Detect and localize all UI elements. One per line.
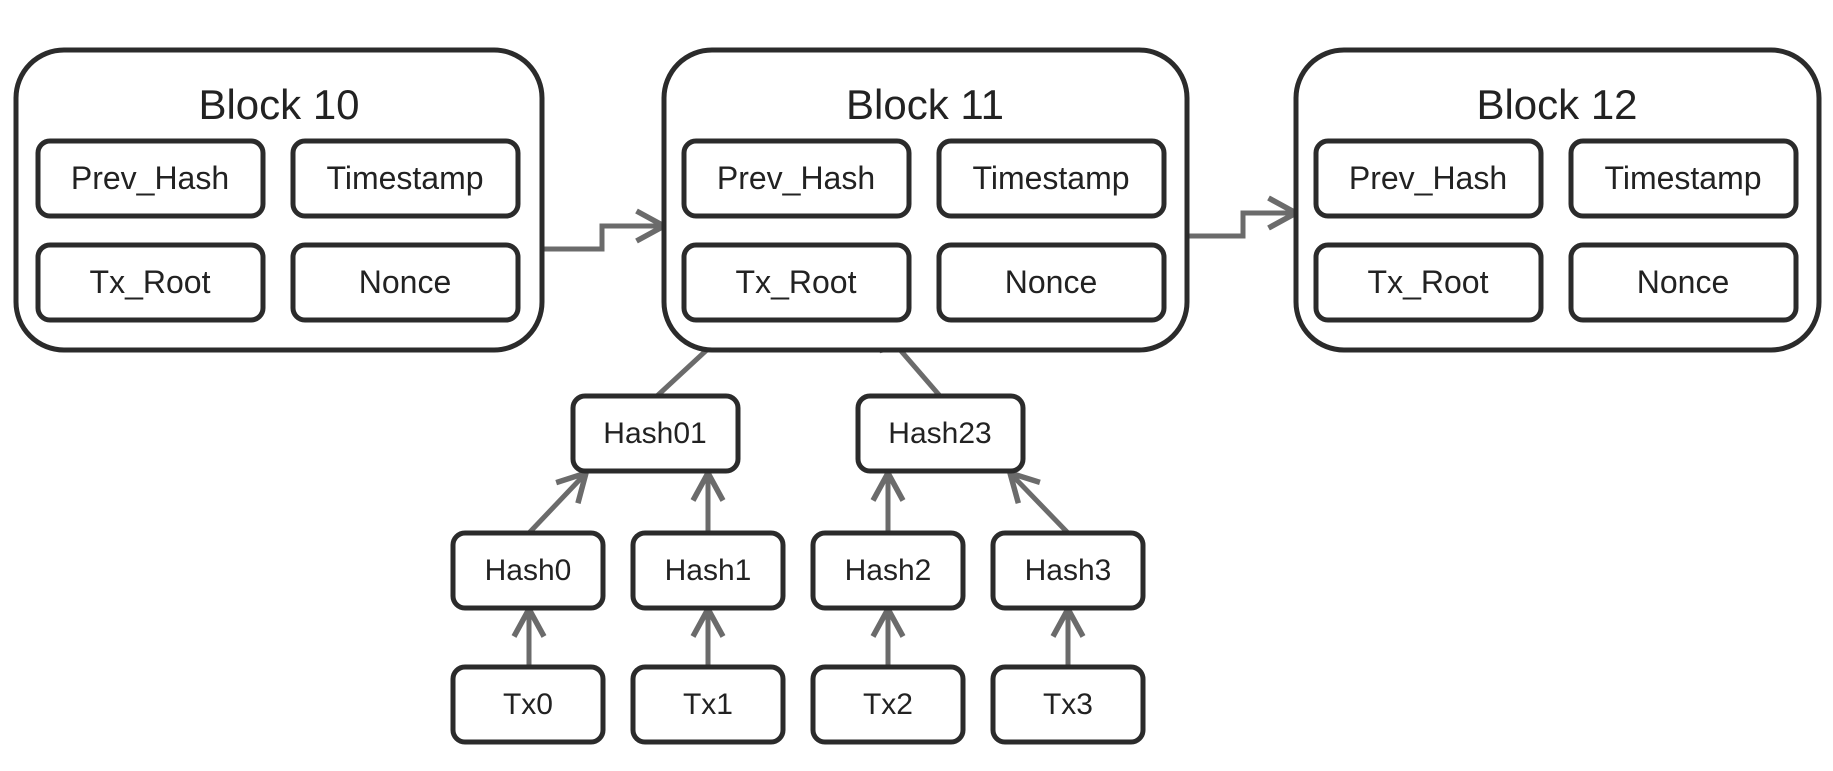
node-label: Hash0 xyxy=(485,554,572,587)
node-label: Hash01 xyxy=(603,417,706,450)
transaction-tx1: Tx1 xyxy=(630,664,786,745)
field-tx-root: Tx_Root xyxy=(35,242,266,323)
block-12: Block 12 Prev_Hash Timestamp Tx_Root Non… xyxy=(1293,47,1822,353)
field-label: Nonce xyxy=(359,264,452,300)
transaction-tx0: Tx0 xyxy=(450,664,606,745)
field-prev-hash: Prev_Hash xyxy=(681,138,912,219)
block-11: Block 11 Prev_Hash Timestamp Tx_Root Non… xyxy=(661,47,1190,353)
transaction-tx3: Tx3 xyxy=(990,664,1146,745)
merkle-node-hash01: Hash01 xyxy=(570,393,741,474)
field-label: Timestamp xyxy=(326,160,483,196)
node-label: Hash3 xyxy=(1025,554,1112,587)
merkle-node-hash23: Hash23 xyxy=(855,393,1026,474)
field-tx-root: Tx_Root xyxy=(681,242,912,323)
block-10: Block 10 Prev_Hash Timestamp Tx_Root Non… xyxy=(13,47,545,353)
field-label: Prev_Hash xyxy=(1349,160,1507,196)
field-label: Nonce xyxy=(1637,264,1730,300)
block-title: Block 11 xyxy=(846,81,1004,128)
field-label: Prev_Hash xyxy=(717,160,875,196)
merkle-node-hash1: Hash1 xyxy=(630,530,786,611)
field-timestamp: Timestamp xyxy=(290,138,521,219)
field-nonce: Nonce xyxy=(290,242,521,323)
chain-link-10-11 xyxy=(538,208,670,252)
node-label: Hash23 xyxy=(888,417,991,450)
node-label: Tx2 xyxy=(863,688,913,721)
field-timestamp: Timestamp xyxy=(1568,138,1799,219)
field-label: Timestamp xyxy=(1604,160,1761,196)
connectors xyxy=(511,195,1302,667)
node-label: Tx0 xyxy=(503,688,553,721)
field-nonce: Nonce xyxy=(1568,242,1799,323)
node-label: Hash1 xyxy=(665,554,752,587)
field-prev-hash: Prev_Hash xyxy=(1313,138,1544,219)
merkle-node-hash0: Hash0 xyxy=(450,530,606,611)
field-timestamp: Timestamp xyxy=(936,138,1167,219)
merkle-node-hash3: Hash3 xyxy=(990,530,1146,611)
field-label: Nonce xyxy=(1005,264,1098,300)
transaction-tx2: Tx2 xyxy=(810,664,966,745)
field-label: Tx_Root xyxy=(90,264,211,300)
field-nonce: Nonce xyxy=(936,242,1167,323)
node-label: Hash2 xyxy=(845,554,932,587)
field-prev-hash: Prev_Hash xyxy=(35,138,266,219)
arrow-hash3-to-hash23 xyxy=(1006,468,1070,535)
block-title: Block 12 xyxy=(1476,81,1637,128)
field-label: Tx_Root xyxy=(736,264,857,300)
merkle-node-hash2: Hash2 xyxy=(810,530,966,611)
field-tx-root: Tx_Root xyxy=(1313,242,1544,323)
chain-link-11-12 xyxy=(1187,195,1302,239)
node-label: Tx3 xyxy=(1043,688,1093,721)
field-label: Prev_Hash xyxy=(71,160,229,196)
field-label: Timestamp xyxy=(972,160,1129,196)
field-label: Tx_Root xyxy=(1368,264,1489,300)
block-title: Block 10 xyxy=(198,81,359,128)
arrow-hash0-to-hash01 xyxy=(527,468,590,535)
node-label: Tx1 xyxy=(683,688,733,721)
